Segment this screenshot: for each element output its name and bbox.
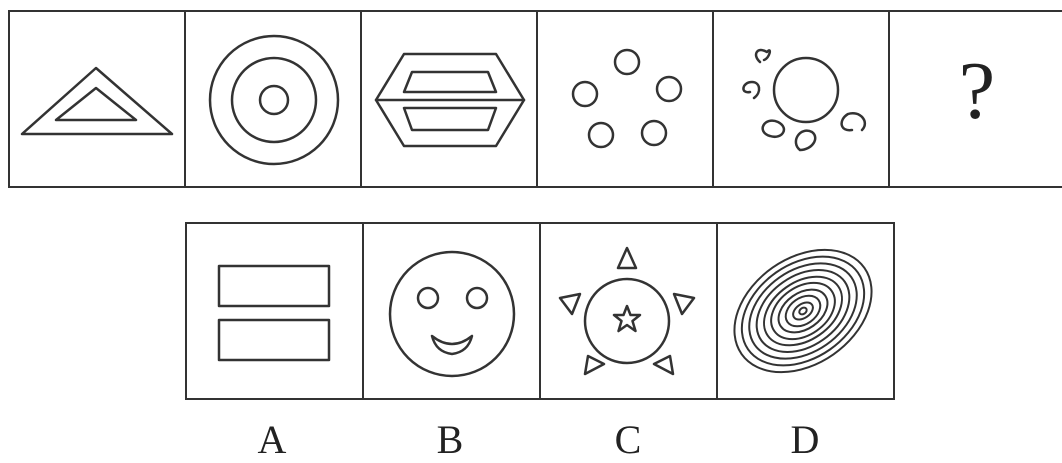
concentric-ellipses-icon	[711, 225, 895, 398]
nested-hexagon-icon	[376, 54, 524, 146]
circle-with-spirals-icon	[743, 50, 864, 150]
five-small-circles-icon	[573, 50, 681, 147]
option-label-c: C	[608, 420, 648, 460]
concentric-circles-icon	[210, 36, 338, 164]
option-label-b: B	[430, 420, 470, 460]
circle-star-triangles-icon	[560, 248, 694, 374]
option-label-d: D	[785, 420, 825, 460]
nested-triangles-icon	[22, 68, 172, 134]
two-rectangles-icon	[219, 266, 329, 360]
smiley-face-icon	[390, 252, 514, 376]
option-label-a: A	[252, 420, 292, 460]
